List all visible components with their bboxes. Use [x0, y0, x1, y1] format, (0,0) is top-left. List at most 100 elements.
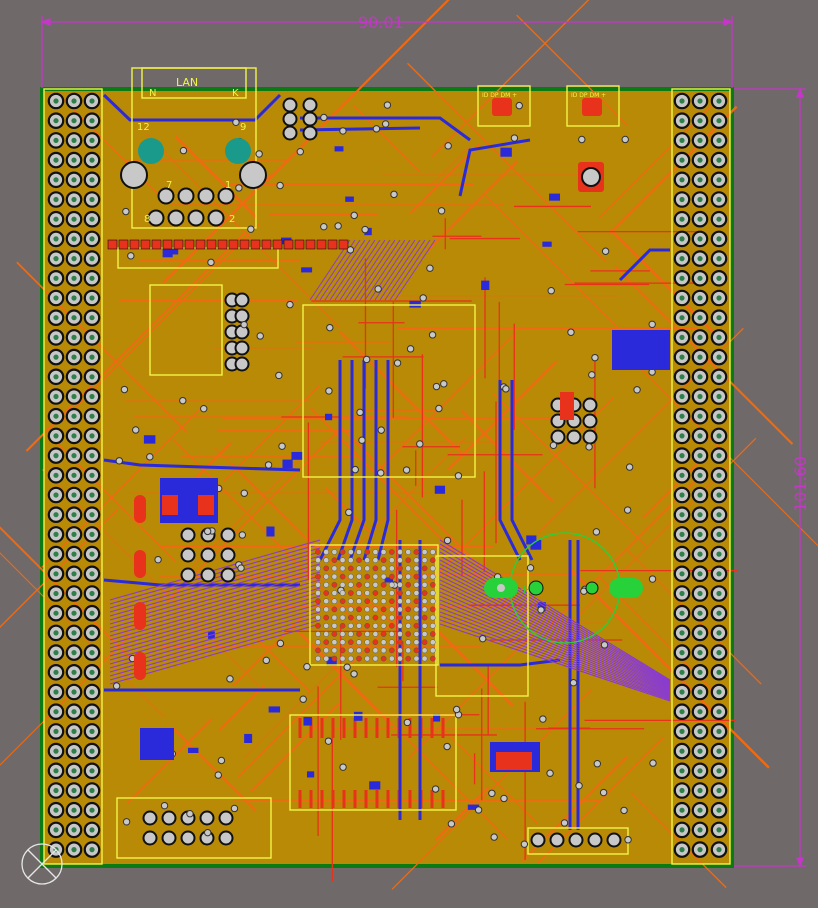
lan-pin: [177, 187, 195, 205]
orange-trace: [255, 637, 311, 692]
bga-ball: [323, 647, 330, 654]
battery-holder[interactable]: [484, 532, 643, 644]
header-pin-hole: [53, 453, 59, 459]
purple-trace: [109, 587, 321, 649]
bga-ball: [331, 557, 338, 564]
bga-ball: [331, 606, 338, 613]
bga-ball: [331, 573, 338, 580]
bga-ball: [429, 581, 436, 588]
via: [339, 763, 347, 771]
via: [122, 207, 130, 216]
lan-mount-hole-right: [225, 138, 251, 164]
header-pin-hole: [53, 256, 59, 262]
right-pin-header[interactable]: [673, 92, 728, 858]
bga-ball: [397, 565, 403, 572]
bga-ball: [429, 590, 436, 596]
bga-ball: [364, 565, 371, 572]
left-pin-header[interactable]: [47, 92, 101, 858]
orange-trace: [391, 688, 593, 890]
usb-right-pad: [582, 98, 602, 116]
bga-ball: [315, 565, 321, 572]
header-pin-hole: [697, 472, 703, 478]
header-pin-hole: [679, 374, 685, 380]
bga-ball: [364, 573, 371, 580]
bga-ball: [388, 622, 395, 629]
blue-trace: [440, 658, 561, 667]
bga-ball: [388, 614, 395, 621]
bga-ball: [331, 565, 338, 572]
header-pin-hole: [89, 453, 95, 459]
bga-ball: [372, 647, 379, 654]
header-pin-hole: [716, 137, 722, 143]
header-pin-hole: [697, 571, 703, 577]
header-pin-hole: [697, 315, 703, 321]
via: [402, 466, 411, 474]
via: [203, 527, 212, 536]
bga-ball: [413, 573, 420, 580]
bga-ball: [315, 557, 321, 564]
battery-pin-c: [585, 581, 599, 595]
header-pin-hole: [697, 807, 703, 813]
bga-ball: [405, 557, 412, 564]
header-pin-hole: [71, 531, 77, 538]
blue-smd-pad: [143, 435, 156, 444]
via: [356, 408, 364, 417]
header-pin-hole: [89, 393, 95, 400]
via: [435, 404, 443, 413]
via: [624, 836, 632, 844]
header-pin-hole: [71, 177, 77, 183]
header-pin-hole: [679, 256, 685, 262]
header-pin-hole: [71, 354, 77, 360]
purple-trace: [109, 583, 321, 645]
header-pin-hole: [679, 787, 685, 794]
via: [510, 134, 519, 142]
bga-ball: [372, 606, 379, 613]
via: [361, 225, 369, 234]
via: [447, 820, 456, 828]
header-pin-hole: [679, 492, 685, 498]
via: [591, 353, 599, 362]
component-pad: [220, 567, 236, 583]
header-pin-hole: [716, 728, 722, 735]
bga-ball: [323, 573, 330, 580]
blue-smd-pad: [409, 300, 421, 308]
lan-connector[interactable]: [120, 138, 267, 227]
header-pin-hole: [716, 807, 722, 813]
header-pin-hole: [71, 433, 77, 439]
connector-pad: [151, 239, 162, 250]
bga-ball: [405, 565, 412, 572]
via: [515, 101, 523, 110]
header-pin-hole: [89, 551, 95, 557]
via: [247, 225, 255, 233]
bga-ball: [347, 614, 354, 621]
bga-ball: [331, 598, 338, 605]
via: [286, 300, 294, 309]
reset-button[interactable]: [581, 167, 601, 187]
via: [537, 606, 545, 614]
header-pin-hole: [716, 630, 722, 636]
via: [372, 125, 381, 133]
bga-ball: [347, 590, 354, 596]
lan-label: LAN: [176, 76, 198, 89]
blue-trace: [510, 380, 534, 561]
bga-ball: [405, 581, 412, 588]
bga-ball: [380, 598, 387, 605]
lan-pin: [147, 209, 165, 227]
header-pin-hole: [89, 492, 95, 498]
header-pin-hole: [89, 669, 95, 675]
header-pin-hole: [697, 275, 703, 281]
header-pin-hole: [679, 354, 685, 360]
bga-ball: [323, 622, 330, 629]
blue-trace: [618, 248, 670, 282]
via: [500, 794, 508, 803]
component-pad: [142, 830, 158, 846]
bga-ball: [397, 631, 403, 637]
header-pin-hole: [697, 551, 703, 557]
via: [346, 246, 355, 254]
header-pin-hole: [53, 118, 59, 124]
blue-smd-pad: [434, 485, 446, 494]
bga-ball: [413, 606, 420, 613]
via: [303, 663, 311, 671]
via: [593, 760, 602, 768]
